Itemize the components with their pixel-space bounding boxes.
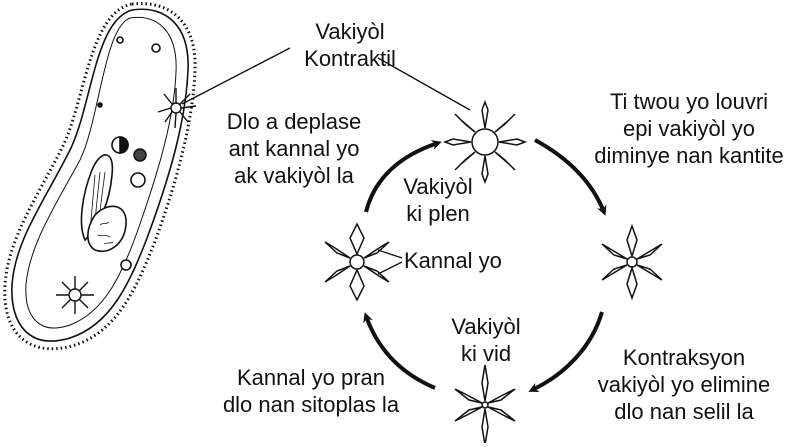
vacuole-star-top-icon: [442, 99, 528, 185]
label-hole-opens: Ti twou yo louvri epi vakiyòl yo diminye…: [594, 89, 784, 168]
label-water-moves: Dlo a deplase ant kannal yo ak vakiyòl l…: [226, 109, 362, 188]
paramecium-contractile-vacuole-bottom: [56, 276, 94, 314]
leader-line-vacuole: [377, 57, 471, 111]
paramecium-icon: [3, 2, 197, 351]
macronucleus: [87, 205, 127, 252]
label-empty-vacuole: Vakiyòl ki vid: [451, 314, 521, 366]
leader-line-cell: [181, 47, 291, 105]
arrow-bottom-right: [528, 311, 604, 392]
vacuole-star-bottom-icon: [454, 364, 516, 446]
arrow-bottom-left: [363, 312, 436, 390]
cell-membrane: [11, 8, 189, 342]
canals-pointer: [377, 249, 403, 275]
label-contraction: Kontraksyon vakiyòl yo elimine dlo nan s…: [597, 345, 771, 424]
cilia-fringe: [3, 2, 197, 351]
arrow-top-right: [534, 138, 607, 216]
vacuole-star-right-icon: [601, 223, 663, 301]
label-canals: Kannal yo: [404, 248, 502, 273]
label-contractile-vacuole: Vakiyòl Kontraktil: [304, 19, 396, 71]
inner-membrane: [25, 16, 177, 329]
arrow-top-left: [364, 140, 442, 213]
paramecium-contractile-vacuole-top: [157, 88, 197, 129]
vacuole-star-left-icon: [324, 222, 390, 302]
label-canals-take-water: Kannal yo pran dlo nan sitoplas la: [222, 365, 400, 417]
label-full-vacuole: Vakiyòl ki plen: [403, 174, 473, 226]
